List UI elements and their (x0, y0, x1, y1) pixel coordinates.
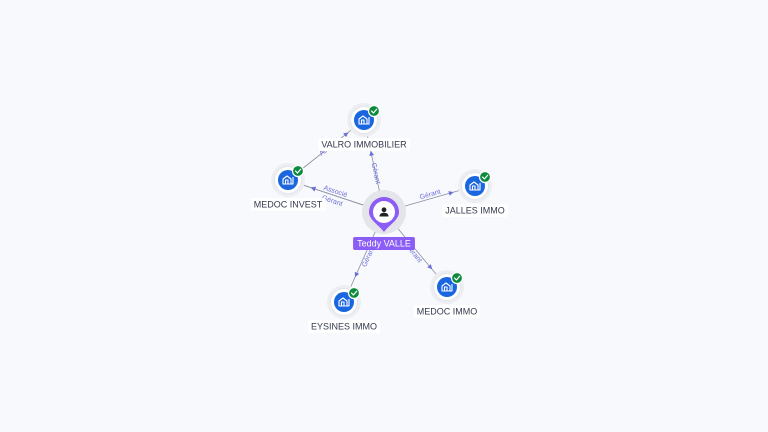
badge-circle (291, 164, 305, 178)
verified-check-icon (347, 286, 361, 300)
person-head (381, 207, 387, 213)
building-door (471, 185, 476, 191)
center-person-node[interactable]: Teddy VALLE (353, 190, 415, 250)
badge-circle (367, 104, 381, 118)
node-label-group: JALLES IMMO (442, 204, 508, 217)
building-annex (367, 117, 370, 125)
node-label-bg (442, 204, 508, 217)
badge-circle (347, 286, 361, 300)
building-door (360, 119, 365, 125)
edge-arrow (427, 264, 433, 270)
verified-check-icon (291, 164, 305, 178)
node-label-bg (307, 320, 381, 333)
edge-label: Gérant (370, 162, 381, 184)
company-node-eysines[interactable]: EYSINES IMMO (307, 285, 381, 333)
building-door (284, 179, 289, 185)
building-outline (441, 282, 451, 292)
node-label: MEDOC INVEST (254, 199, 323, 209)
building-icon (358, 115, 370, 125)
node-label: JALLES IMMO (445, 205, 505, 215)
building-outline (358, 115, 368, 125)
edge-arrow (354, 271, 360, 278)
company-node-jalles[interactable]: JALLES IMMO (442, 169, 508, 217)
node-label-bg (250, 198, 326, 211)
building-icon (338, 297, 350, 307)
edge-label: Gérant (419, 189, 442, 202)
building-outline (282, 175, 292, 185)
person-icon (379, 207, 389, 217)
verified-check-icon (478, 170, 492, 184)
center-label: Teddy VALLE (357, 238, 411, 248)
building-outline (469, 181, 479, 191)
building-annex (291, 177, 294, 185)
node-label-group: VALRO IMMOBILIER (318, 138, 411, 151)
building-annex (478, 183, 481, 191)
node-label-bg (413, 305, 481, 318)
node-label-group: MEDOC INVEST (250, 198, 326, 211)
badge-circle (450, 271, 464, 285)
edge-arrow (448, 191, 454, 196)
building-outline (338, 297, 348, 307)
badge-check (370, 108, 378, 114)
building-annex (347, 299, 350, 307)
building-icon (469, 181, 481, 191)
badge-check (453, 275, 461, 281)
edge-arrow (369, 150, 375, 156)
verified-check-icon (367, 104, 381, 118)
center-label-group: Teddy VALLE (353, 237, 415, 250)
node-label: EYSINES IMMO (311, 321, 377, 331)
building-icon (441, 282, 453, 292)
node-label-group: MEDOC IMMO (413, 305, 481, 318)
badge-circle (478, 170, 492, 184)
verified-check-icon (450, 271, 464, 285)
building-annex (450, 284, 453, 292)
person-body (379, 212, 389, 217)
building-door (340, 301, 345, 307)
node-label: MEDOC IMMO (417, 306, 478, 316)
badge-check (350, 290, 358, 296)
edge-arrow (310, 186, 316, 192)
building-icon (282, 175, 294, 185)
company-node-medoc-invest[interactable]: MEDOC INVEST (250, 163, 326, 211)
edge-arrow (343, 132, 349, 138)
node-label-group: EYSINES IMMO (307, 320, 381, 333)
badge-check (481, 174, 489, 180)
node-label-bg (318, 138, 411, 151)
graph-nodes: VALRO IMMOBILIER MEDOC INVEST JALLES IMMO E… (250, 103, 508, 333)
company-node-medoc-immo[interactable]: MEDOC IMMO (413, 270, 481, 318)
node-label: VALRO IMMOBILIER (321, 139, 407, 149)
company-node-valro[interactable]: VALRO IMMOBILIER (318, 103, 411, 151)
badge-check (294, 168, 302, 174)
center-label-bg (353, 237, 415, 250)
building-door (443, 286, 448, 292)
